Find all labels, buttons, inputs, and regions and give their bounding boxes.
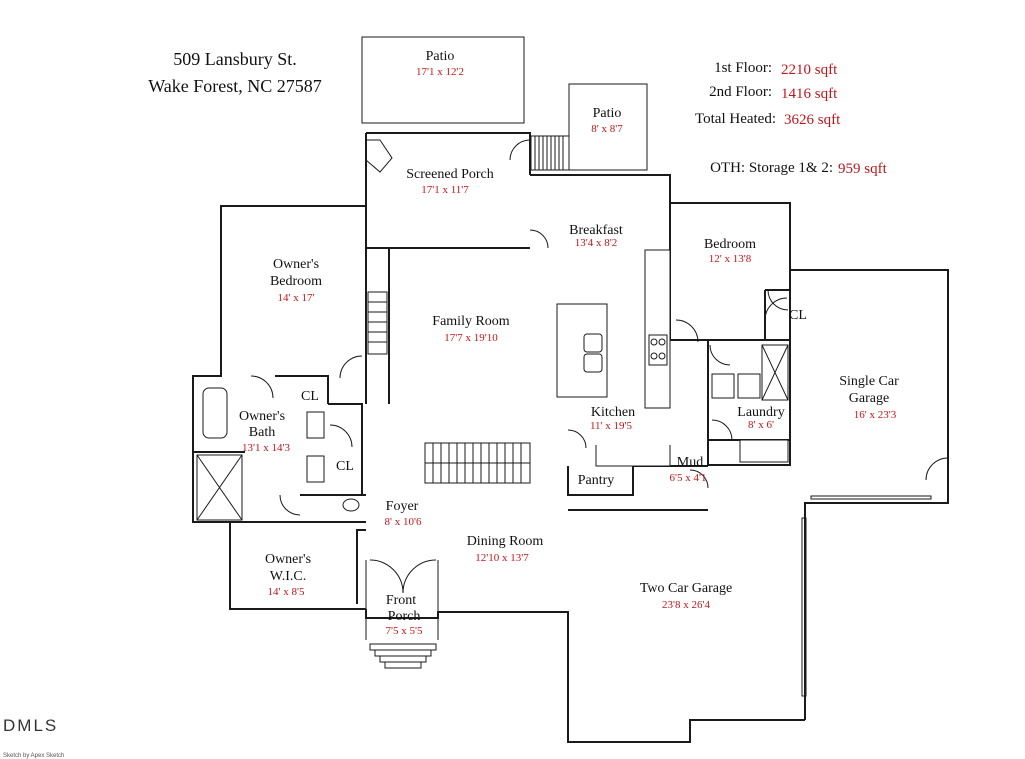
mud-bench bbox=[739, 439, 789, 463]
room-owners-wic-name-1: Owner's bbox=[265, 552, 311, 567]
room-family-dim: 17'7 x 19'10 bbox=[444, 332, 498, 344]
address-line1: 509 Lansbury St. bbox=[173, 49, 297, 69]
kitchen-island bbox=[556, 303, 608, 398]
kitchen-counter bbox=[644, 249, 671, 409]
room-patio-top-name: Patio bbox=[426, 49, 455, 64]
room-owners-bedroom-name-1: Owner's bbox=[273, 257, 319, 272]
front-porch-structure bbox=[365, 560, 439, 669]
laundry-cabinet bbox=[761, 344, 789, 401]
room-front-porch-dim: 7'5 x 5'5 bbox=[386, 625, 423, 637]
patio-top-outline bbox=[361, 36, 525, 124]
room-kitchen-dim: 11' x 19'5 bbox=[590, 420, 633, 432]
stat-storage-value: 959 sqft bbox=[838, 161, 888, 177]
room-foyer-dim: 8' x 10'6 bbox=[385, 516, 422, 528]
vanity-sink-1 bbox=[306, 411, 325, 439]
bathtub bbox=[202, 387, 228, 439]
room-owners-bath-name-2: Bath bbox=[249, 425, 275, 440]
fireplace bbox=[367, 291, 388, 355]
room-foyer-name: Foyer bbox=[386, 499, 419, 514]
closet-label-bath-top: CL bbox=[301, 389, 319, 404]
exterior-walls bbox=[192, 132, 949, 743]
room-bedroom-dim: 12' x 13'8 bbox=[709, 253, 752, 265]
stat-total-heated-value: 3626 sqft bbox=[784, 112, 841, 128]
range-icon bbox=[648, 334, 668, 366]
room-screened-porch-dim: 17'1 x 11'7 bbox=[421, 184, 469, 196]
stat-total-heated-label: Total Heated: bbox=[695, 111, 776, 127]
room-front-porch-name-1: Front bbox=[386, 593, 416, 608]
kitchen-lower-counter bbox=[595, 445, 671, 467]
closet-label-bath-mid: CL bbox=[336, 459, 354, 474]
room-single-garage-name-2: Garage bbox=[849, 391, 889, 406]
stat-storage-label: OTH: Storage 1& 2: bbox=[710, 160, 833, 176]
address-line2: Wake Forest, NC 27587 bbox=[148, 76, 322, 96]
stat-1st-floor-value: 2210 sqft bbox=[781, 62, 838, 78]
room-owners-bedroom-name-2: Bedroom bbox=[270, 274, 322, 289]
dryer bbox=[737, 373, 761, 399]
room-owners-bedroom-dim: 14' x 17' bbox=[278, 292, 315, 304]
room-patio-small-name: Patio bbox=[593, 106, 622, 121]
room-single-garage-name-1: Single Car bbox=[839, 374, 899, 389]
room-laundry-name: Laundry bbox=[737, 405, 784, 420]
room-owners-wic-name-2: W.I.C. bbox=[270, 569, 306, 584]
washer bbox=[711, 373, 735, 399]
room-dining-name: Dining Room bbox=[467, 534, 544, 549]
dmls-logo: DMLS bbox=[3, 716, 58, 735]
garage-doors bbox=[801, 495, 932, 697]
staircase bbox=[424, 442, 531, 484]
shower bbox=[196, 454, 243, 521]
toilet bbox=[342, 498, 360, 512]
room-front-porch-name-2: Porch bbox=[388, 609, 421, 624]
patio-small-outline bbox=[568, 83, 648, 171]
vanity-sink-2 bbox=[306, 455, 325, 483]
patio-steps bbox=[530, 135, 570, 171]
room-mud-name: Mud bbox=[677, 455, 703, 470]
room-screened-porch-name: Screened Porch bbox=[406, 167, 493, 182]
stat-1st-floor-label: 1st Floor: bbox=[714, 60, 772, 76]
sketch-credit: Sketch by Apex Sketch bbox=[3, 753, 64, 759]
room-patio-top-dim: 17'1 x 12'2 bbox=[416, 66, 464, 78]
room-owners-wic-dim: 14' x 8'5 bbox=[268, 586, 305, 598]
room-two-car-garage-name: Two Car Garage bbox=[640, 581, 732, 596]
room-kitchen-name: Kitchen bbox=[591, 405, 635, 420]
room-breakfast-dim: 13'4 x 8'2 bbox=[575, 237, 617, 249]
stat-2nd-floor-label: 2nd Floor: bbox=[709, 84, 772, 100]
stat-2nd-floor-value: 1416 sqft bbox=[781, 86, 838, 102]
room-single-garage-dim: 16' x 23'3 bbox=[854, 409, 897, 421]
room-breakfast-name: Breakfast bbox=[569, 223, 623, 238]
room-owners-bath-name-1: Owner's bbox=[239, 409, 285, 424]
room-owners-bath-dim: 13'1 x 14'3 bbox=[242, 442, 290, 454]
room-bedroom-name: Bedroom bbox=[704, 237, 756, 252]
room-patio-small-dim: 8' x 8'7 bbox=[591, 123, 623, 135]
room-two-car-garage-dim: 23'8 x 26'4 bbox=[662, 599, 710, 611]
sink-icon bbox=[583, 333, 603, 373]
room-pantry-name: Pantry bbox=[578, 473, 615, 488]
room-dining-dim: 12'10 x 13'7 bbox=[475, 552, 529, 564]
door-swings bbox=[250, 139, 949, 594]
room-laundry-dim: 8' x 6' bbox=[748, 419, 774, 431]
closet-label-bedroom: CL bbox=[789, 308, 807, 323]
porch-fireplace bbox=[365, 139, 393, 173]
room-family-name: Family Room bbox=[432, 314, 510, 329]
room-mud-dim: 6'5 x 4'1 bbox=[670, 472, 707, 484]
